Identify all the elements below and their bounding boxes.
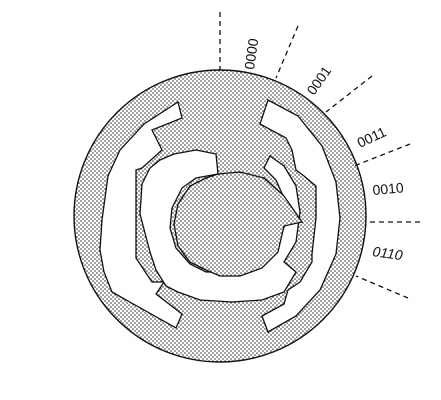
sector-label-0001: 0001 (303, 63, 334, 98)
boundary-0110 (355, 275, 409, 299)
sector-boundaries (219, 12, 420, 299)
boundary-0011-0010 (353, 143, 411, 167)
sector-label-0010: 0010 (372, 179, 405, 198)
center-hub (173, 171, 304, 277)
sector-label-0011: 0011 (355, 123, 389, 150)
outer-track-left (99, 100, 183, 329)
sector-label-0110: 0110 (372, 243, 404, 263)
boundary-0000-0001 (275, 25, 299, 79)
boundary-0001-0011 (325, 75, 373, 113)
sector-label-0000: 0000 (241, 37, 261, 70)
outer-track-right (259, 99, 341, 333)
